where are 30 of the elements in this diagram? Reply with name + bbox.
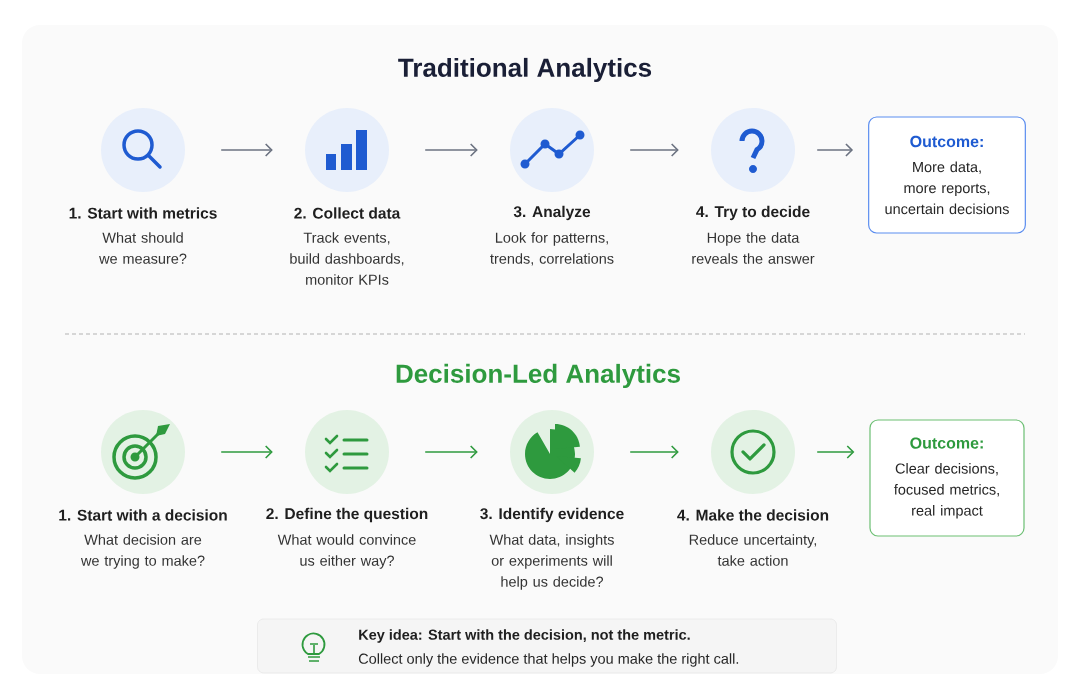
step-title: 1. Start with a decision <box>59 509 227 521</box>
arrow <box>220 143 273 157</box>
outcome-box: Outcome: More data, more reports, uncertain decisions <box>868 116 1026 234</box>
step-title: 2. Collect data <box>294 207 401 219</box>
section-title: Decision-Led Analytics <box>396 363 680 389</box>
step-title: 4. Try to decide <box>696 205 810 221</box>
arrow <box>816 143 854 157</box>
key-idea-heading: Key idea: Start with the decision, not the metric. <box>359 629 690 643</box>
step-description: What decision are we trying to make? <box>80 534 205 569</box>
step-description: What should we measure? <box>99 232 187 264</box>
section-title: Traditional Analytics <box>398 57 652 83</box>
step-description: What data, insights or experiments will help us decide? <box>489 534 614 590</box>
step-title: 3. Identify evidence <box>480 507 624 523</box>
step-title: 4. Make the decision <box>677 509 829 521</box>
arrow <box>629 143 679 157</box>
step-description: Reduce uncertainty, take action <box>689 534 817 566</box>
arrow <box>629 445 679 459</box>
arrow <box>816 445 855 459</box>
step-description: Hope the data reveals the answer <box>692 232 815 264</box>
arrow <box>424 445 478 459</box>
step-title: 1. Start with metrics <box>69 207 217 219</box>
outcome-box: Outcome: Clear decisions, focused metrics, real impact <box>869 419 1025 537</box>
step-description: Track events, build dashboards, monitor KPIs <box>290 232 404 285</box>
step-description: Look for patterns, trends, correlations <box>490 232 614 266</box>
step-title: 2. Define the question <box>266 507 428 523</box>
key-idea-text: Collect only the evidence that helps you make the right call. <box>358 653 739 667</box>
step-title: 3. Analyze <box>513 205 591 221</box>
arrow <box>424 143 478 157</box>
step-description: What would convince us either way? <box>277 534 416 569</box>
arrow <box>220 445 273 459</box>
